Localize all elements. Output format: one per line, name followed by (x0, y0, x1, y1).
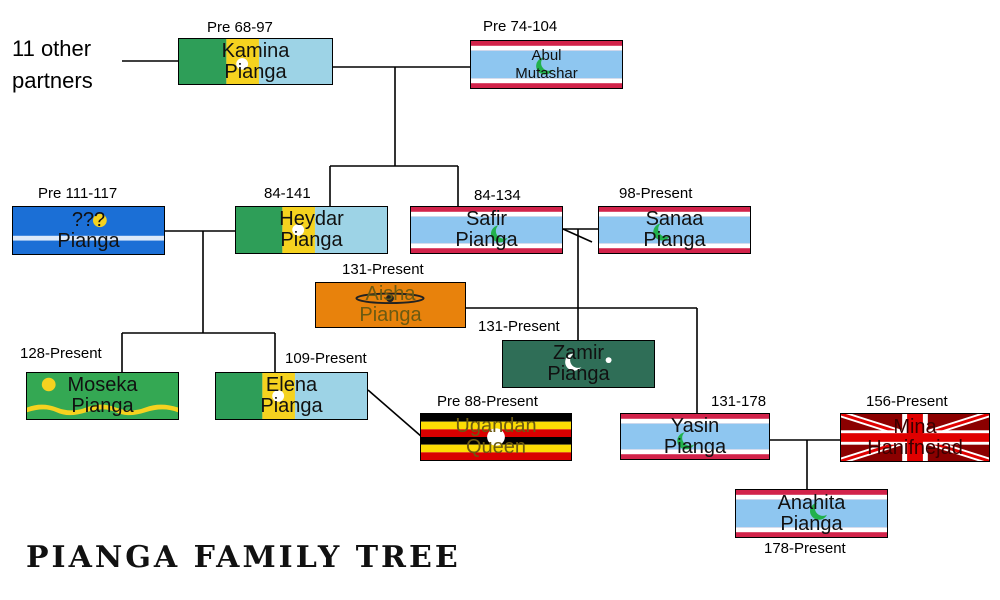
name-yasin-1: Yasin (670, 414, 720, 437)
name-safir-2: Pianga (455, 229, 518, 251)
dates-elena: 109-Present (285, 350, 367, 367)
flag-blue-crest (13, 207, 164, 254)
name-kamina-1: Kamina (221, 39, 290, 62)
name-elena-2: Pianga (260, 395, 323, 417)
dates-zamir: 131-Present (478, 318, 560, 335)
flag-uganda (421, 414, 571, 460)
flag-green-yellow-blue (216, 373, 367, 419)
flag-orange-eye (316, 283, 465, 327)
name-ugandan-2: Queen (465, 436, 527, 458)
dates-unknown: Pre 111-117 (38, 185, 118, 202)
name-mina-1: Mina (893, 415, 937, 438)
name-unknown-1: ??? (71, 208, 106, 231)
dates-ugandan: Pre 88-Present (437, 393, 538, 410)
flag-green-yellow-blue (236, 207, 387, 253)
page-title: PIANGA FAMILY TREE (26, 540, 461, 575)
dates-abul: Pre 74-104 (483, 18, 558, 35)
name-aisha-2: Pianga (359, 304, 422, 326)
note-line-1: 11 other (12, 36, 92, 61)
name-heydar-2: Pianga (280, 229, 343, 251)
line-elena-ugandan (367, 389, 423, 438)
name-heydar-1: Heydar (279, 208, 344, 230)
name-abul-2: Mutashar (515, 64, 578, 82)
name-kamina-2: Pianga (224, 60, 287, 83)
dates-mina: 156-Present (866, 393, 948, 410)
line-safir-aisha-branch (562, 228, 593, 243)
name-abul-1: Abul (531, 46, 562, 64)
dates-sanaa: 98-Present (619, 185, 693, 202)
flag-blue-crimson-crescent (471, 41, 622, 88)
name-sanaa-1: Sanaa (645, 208, 704, 230)
dates-aisha: 131-Present (342, 261, 424, 278)
flag-red-union (841, 414, 989, 461)
dates-safir: 84-134 (474, 187, 521, 204)
flag-blue-crimson-crescent (621, 414, 769, 459)
other-partners-note: 11 other partners (12, 33, 93, 97)
dates-anahita: 178-Present (764, 540, 846, 557)
name-yasin-2: Pianga (663, 435, 727, 458)
name-anahita-2: Pianga (780, 512, 843, 535)
flag-blue-crimson-crescent (411, 207, 562, 253)
name-anahita-1: Anahita (777, 491, 846, 514)
name-elena-1: Elena (265, 374, 318, 396)
person-unknown: ???Pianga (12, 206, 165, 255)
flag-blue-crimson-crescent (599, 207, 750, 253)
name-safir-1: Safir (465, 208, 508, 230)
name-zamir-1: Zamir (552, 342, 605, 364)
dates-kamina: Pre 68-97 (207, 19, 273, 36)
name-aisha-1: Aisha (365, 283, 416, 305)
name-zamir-2: Pianga (547, 363, 610, 385)
name-moseka-1: Moseka (67, 374, 138, 396)
flag-dark-green-crescent (503, 341, 654, 387)
name-sanaa-2: Pianga (643, 229, 706, 251)
dates-yasin: 131-178 (711, 393, 767, 410)
name-ugandan-1: Ugandan (455, 415, 537, 437)
dates-heydar: 84-141 (264, 185, 311, 202)
flag-blue-crimson-crescent (736, 490, 887, 537)
note-line-2: partners (12, 68, 93, 93)
flag-green-wave (27, 373, 178, 419)
flag-green-yellow-blue (179, 39, 332, 84)
name-mina-2: Hanifnejad (867, 436, 963, 459)
name-unknown-2: Pianga (57, 229, 120, 252)
name-moseka-2: Pianga (71, 395, 134, 417)
dates-moseka: 128-Present (20, 345, 102, 362)
